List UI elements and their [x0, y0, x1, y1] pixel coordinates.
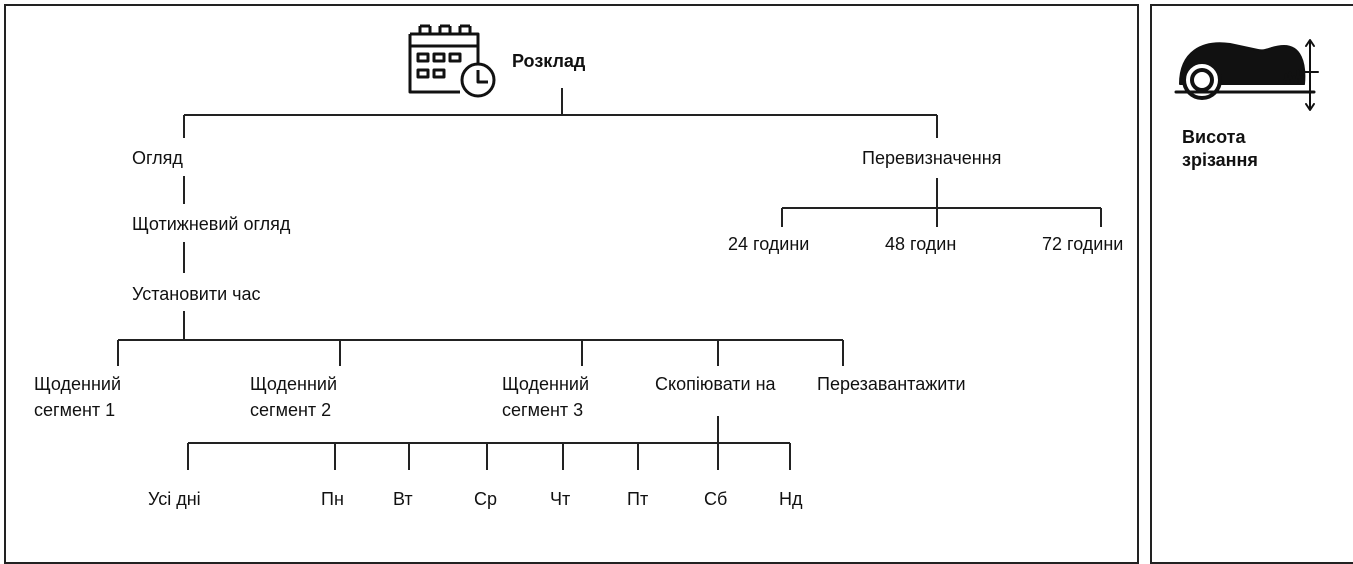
node-reset: Перезавантажити [817, 374, 966, 394]
node-day-thu: Чт [550, 489, 571, 509]
cutting-height-label: Висота зрізання [1182, 126, 1258, 172]
node-day-sun: Нд [779, 489, 803, 509]
node-daily-segment-1-line1: Щоденний [34, 374, 121, 394]
mower-cutting-height-icon [1174, 39, 1319, 111]
node-daily-segment-3-line2: сегмент 3 [502, 400, 584, 420]
node-copy-to: Скопіювати на [655, 374, 776, 394]
cutting-height-label-line1: Висота [1182, 127, 1246, 147]
node-overview: Огляд [132, 148, 183, 168]
cutting-height-label-line2: зрізання [1182, 150, 1258, 170]
node-24-hours: 24 години [728, 234, 810, 254]
node-day-mon: Пн [321, 489, 344, 509]
node-day-sat: Сб [704, 489, 728, 509]
node-day-tue: Вт [393, 489, 413, 509]
node-day-wed: Ср [474, 489, 498, 509]
node-48-hours: 48 годин [885, 234, 957, 254]
node-set-time: Установити час [132, 284, 261, 304]
node-all-days: Усі дні [148, 489, 201, 509]
root-label: Розклад [512, 51, 586, 71]
node-weekly-overview: Щотижневий огляд [132, 214, 291, 234]
calendar-clock-icon [408, 24, 496, 98]
node-override: Перевизначення [862, 148, 1002, 168]
node-daily-segment-3-line1: Щоденний [502, 374, 589, 394]
node-day-fri: Пт [627, 489, 649, 509]
node-72-hours: 72 години [1042, 234, 1124, 254]
node-daily-segment-2-line1: Щоденний [250, 374, 337, 394]
node-daily-segment-1-line2: сегмент 1 [34, 400, 116, 420]
node-daily-segment-2-line2: сегмент 2 [250, 400, 332, 420]
